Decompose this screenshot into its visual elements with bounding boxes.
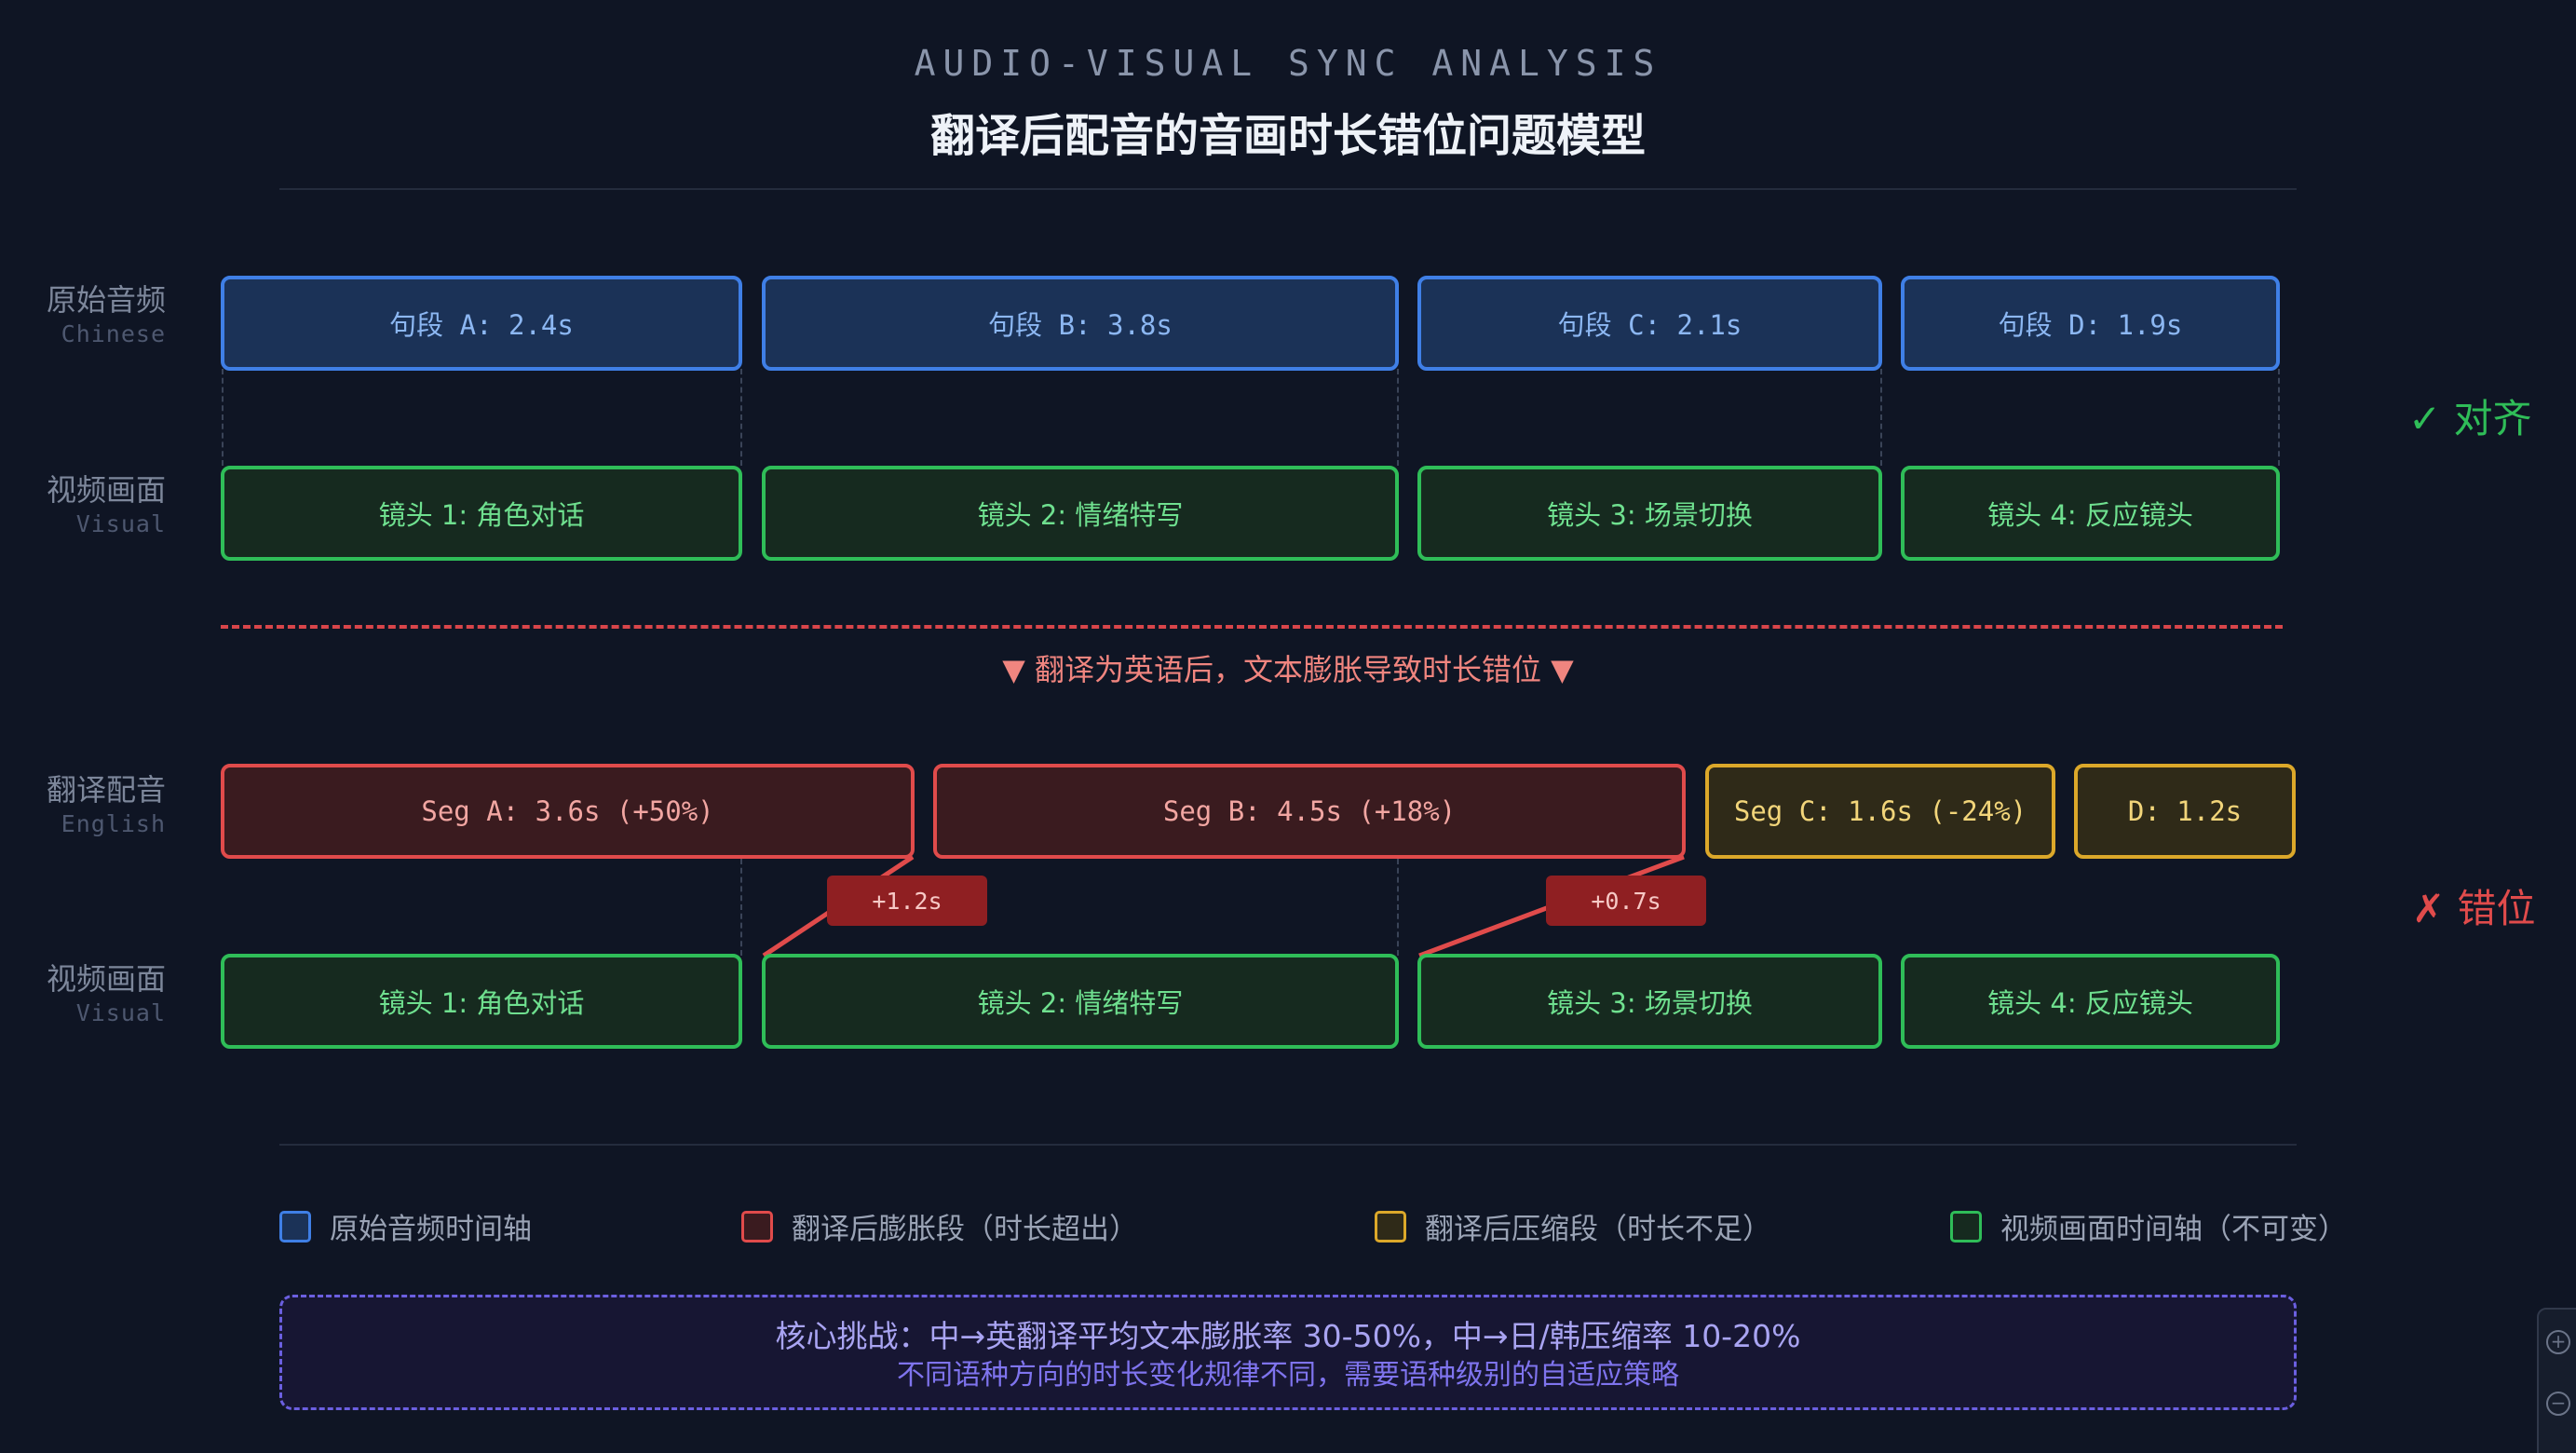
alignment-guide (1880, 369, 1882, 466)
row-label-visual-top: 视频画面 Visual (0, 471, 166, 540)
alignment-guide (740, 859, 742, 956)
legend-swatch-red (741, 1210, 773, 1243)
legend-item-expanded: 翻译后膨胀段（时长超出） (741, 1205, 1138, 1247)
original-segment-b: 句段 B: 3.8s (762, 276, 1399, 371)
legend-label: 翻译后压缩段（时长不足） (1425, 1213, 1771, 1246)
zoom-toolbar: + − (2537, 1308, 2576, 1453)
shot-4-bottom: 镜头 4: 反应镜头 (1901, 954, 2280, 1049)
dubbed-segment-b: Seg B: 4.5s (+18%) (933, 764, 1686, 859)
legend-label: 翻译后膨胀段（时长超出） (792, 1213, 1138, 1246)
aligned-status: ✓ 对齐 (2408, 396, 2532, 441)
shot-4-top: 镜头 4: 反应镜头 (1901, 466, 2280, 561)
legend-swatch-green (1950, 1210, 1982, 1243)
row-label-visual-bottom: 视频画面 Visual (0, 960, 166, 1029)
callout-line-2: 不同语种方向的时长变化规律不同，需要语种级别的自适应策略 (897, 1359, 1679, 1392)
alignment-guide (740, 369, 742, 466)
row-label-sub: Visual (75, 999, 166, 1026)
row-label-main: 原始音频 (46, 282, 166, 318)
row-label-main: 翻译配音 (46, 772, 166, 808)
legend-label: 原始音频时间轴 (330, 1213, 532, 1246)
dubbed-segment-c: Seg C: 1.6s (-24%) (1705, 764, 2055, 859)
legend-swatch-blue (279, 1210, 311, 1243)
legend-item-compressed: 翻译后压缩段（时长不足） (1375, 1205, 1771, 1247)
row-label-sub: Chinese (61, 320, 166, 347)
row-label-sub: Visual (75, 510, 166, 537)
shot-3-bottom: 镜头 3: 场景切换 (1417, 954, 1882, 1049)
legend-swatch-amber (1375, 1210, 1406, 1243)
zoom-in-icon[interactable]: + (2546, 1330, 2570, 1354)
shot-3-top: 镜头 3: 场景切换 (1417, 466, 1882, 561)
row-label-main: 视频画面 (46, 472, 166, 508)
alignment-guide (2278, 369, 2280, 466)
legend-label: 视频画面时间轴（不可变） (2000, 1213, 2347, 1246)
legend-divider (279, 1144, 2297, 1146)
overflow-delta-a: +1.2s (827, 876, 987, 926)
shot-1-top: 镜头 1: 角色对话 (221, 466, 742, 561)
translation-separator (221, 625, 2283, 629)
translation-note: ▼ 翻译为英语后，文本膨胀导致时长错位 ▼ (1002, 652, 1574, 687)
misaligned-status: ✗ 错位 (2412, 886, 2536, 931)
row-label-original-audio: 原始音频 Chinese (0, 281, 166, 350)
legend-item-original: 原始音频时间轴 (279, 1205, 532, 1247)
callout-line-1: 核心挑战：中→英翻译平均文本膨胀率 30-50%，中→日/韩压缩率 10-20% (775, 1318, 1801, 1354)
shot-2-top: 镜头 2: 情绪特写 (762, 466, 1399, 561)
overflow-delta-b: +0.7s (1546, 876, 1706, 926)
core-challenge-callout: 核心挑战：中→英翻译平均文本膨胀率 30-50%，中→日/韩压缩率 10-20%… (279, 1295, 2297, 1410)
row-label-sub: English (61, 810, 166, 837)
shot-1-bottom: 镜头 1: 角色对话 (221, 954, 742, 1049)
original-segment-a: 句段 A: 2.4s (221, 276, 742, 371)
header-divider (279, 188, 2297, 190)
original-segment-c: 句段 C: 2.1s (1417, 276, 1882, 371)
original-segment-d: 句段 D: 1.9s (1901, 276, 2280, 371)
eyebrow-title: AUDIO-VISUAL SYNC ANALYSIS (914, 43, 1662, 84)
zoom-out-icon[interactable]: − (2546, 1392, 2570, 1416)
alignment-guide (1397, 859, 1399, 956)
alignment-guide (1397, 369, 1399, 466)
page-title: 翻译后配音的音画时长错位问题模型 (929, 110, 1646, 162)
row-label-dubbed-audio: 翻译配音 English (0, 771, 166, 840)
alignment-guide (222, 369, 224, 466)
shot-2-bottom: 镜头 2: 情绪特写 (762, 954, 1399, 1049)
legend-item-visual: 视频画面时间轴（不可变） (1950, 1205, 2347, 1247)
dubbed-segment-d: D: 1.2s (2074, 764, 2296, 859)
row-label-main: 视频画面 (46, 961, 166, 997)
dubbed-segment-a: Seg A: 3.6s (+50%) (221, 764, 915, 859)
